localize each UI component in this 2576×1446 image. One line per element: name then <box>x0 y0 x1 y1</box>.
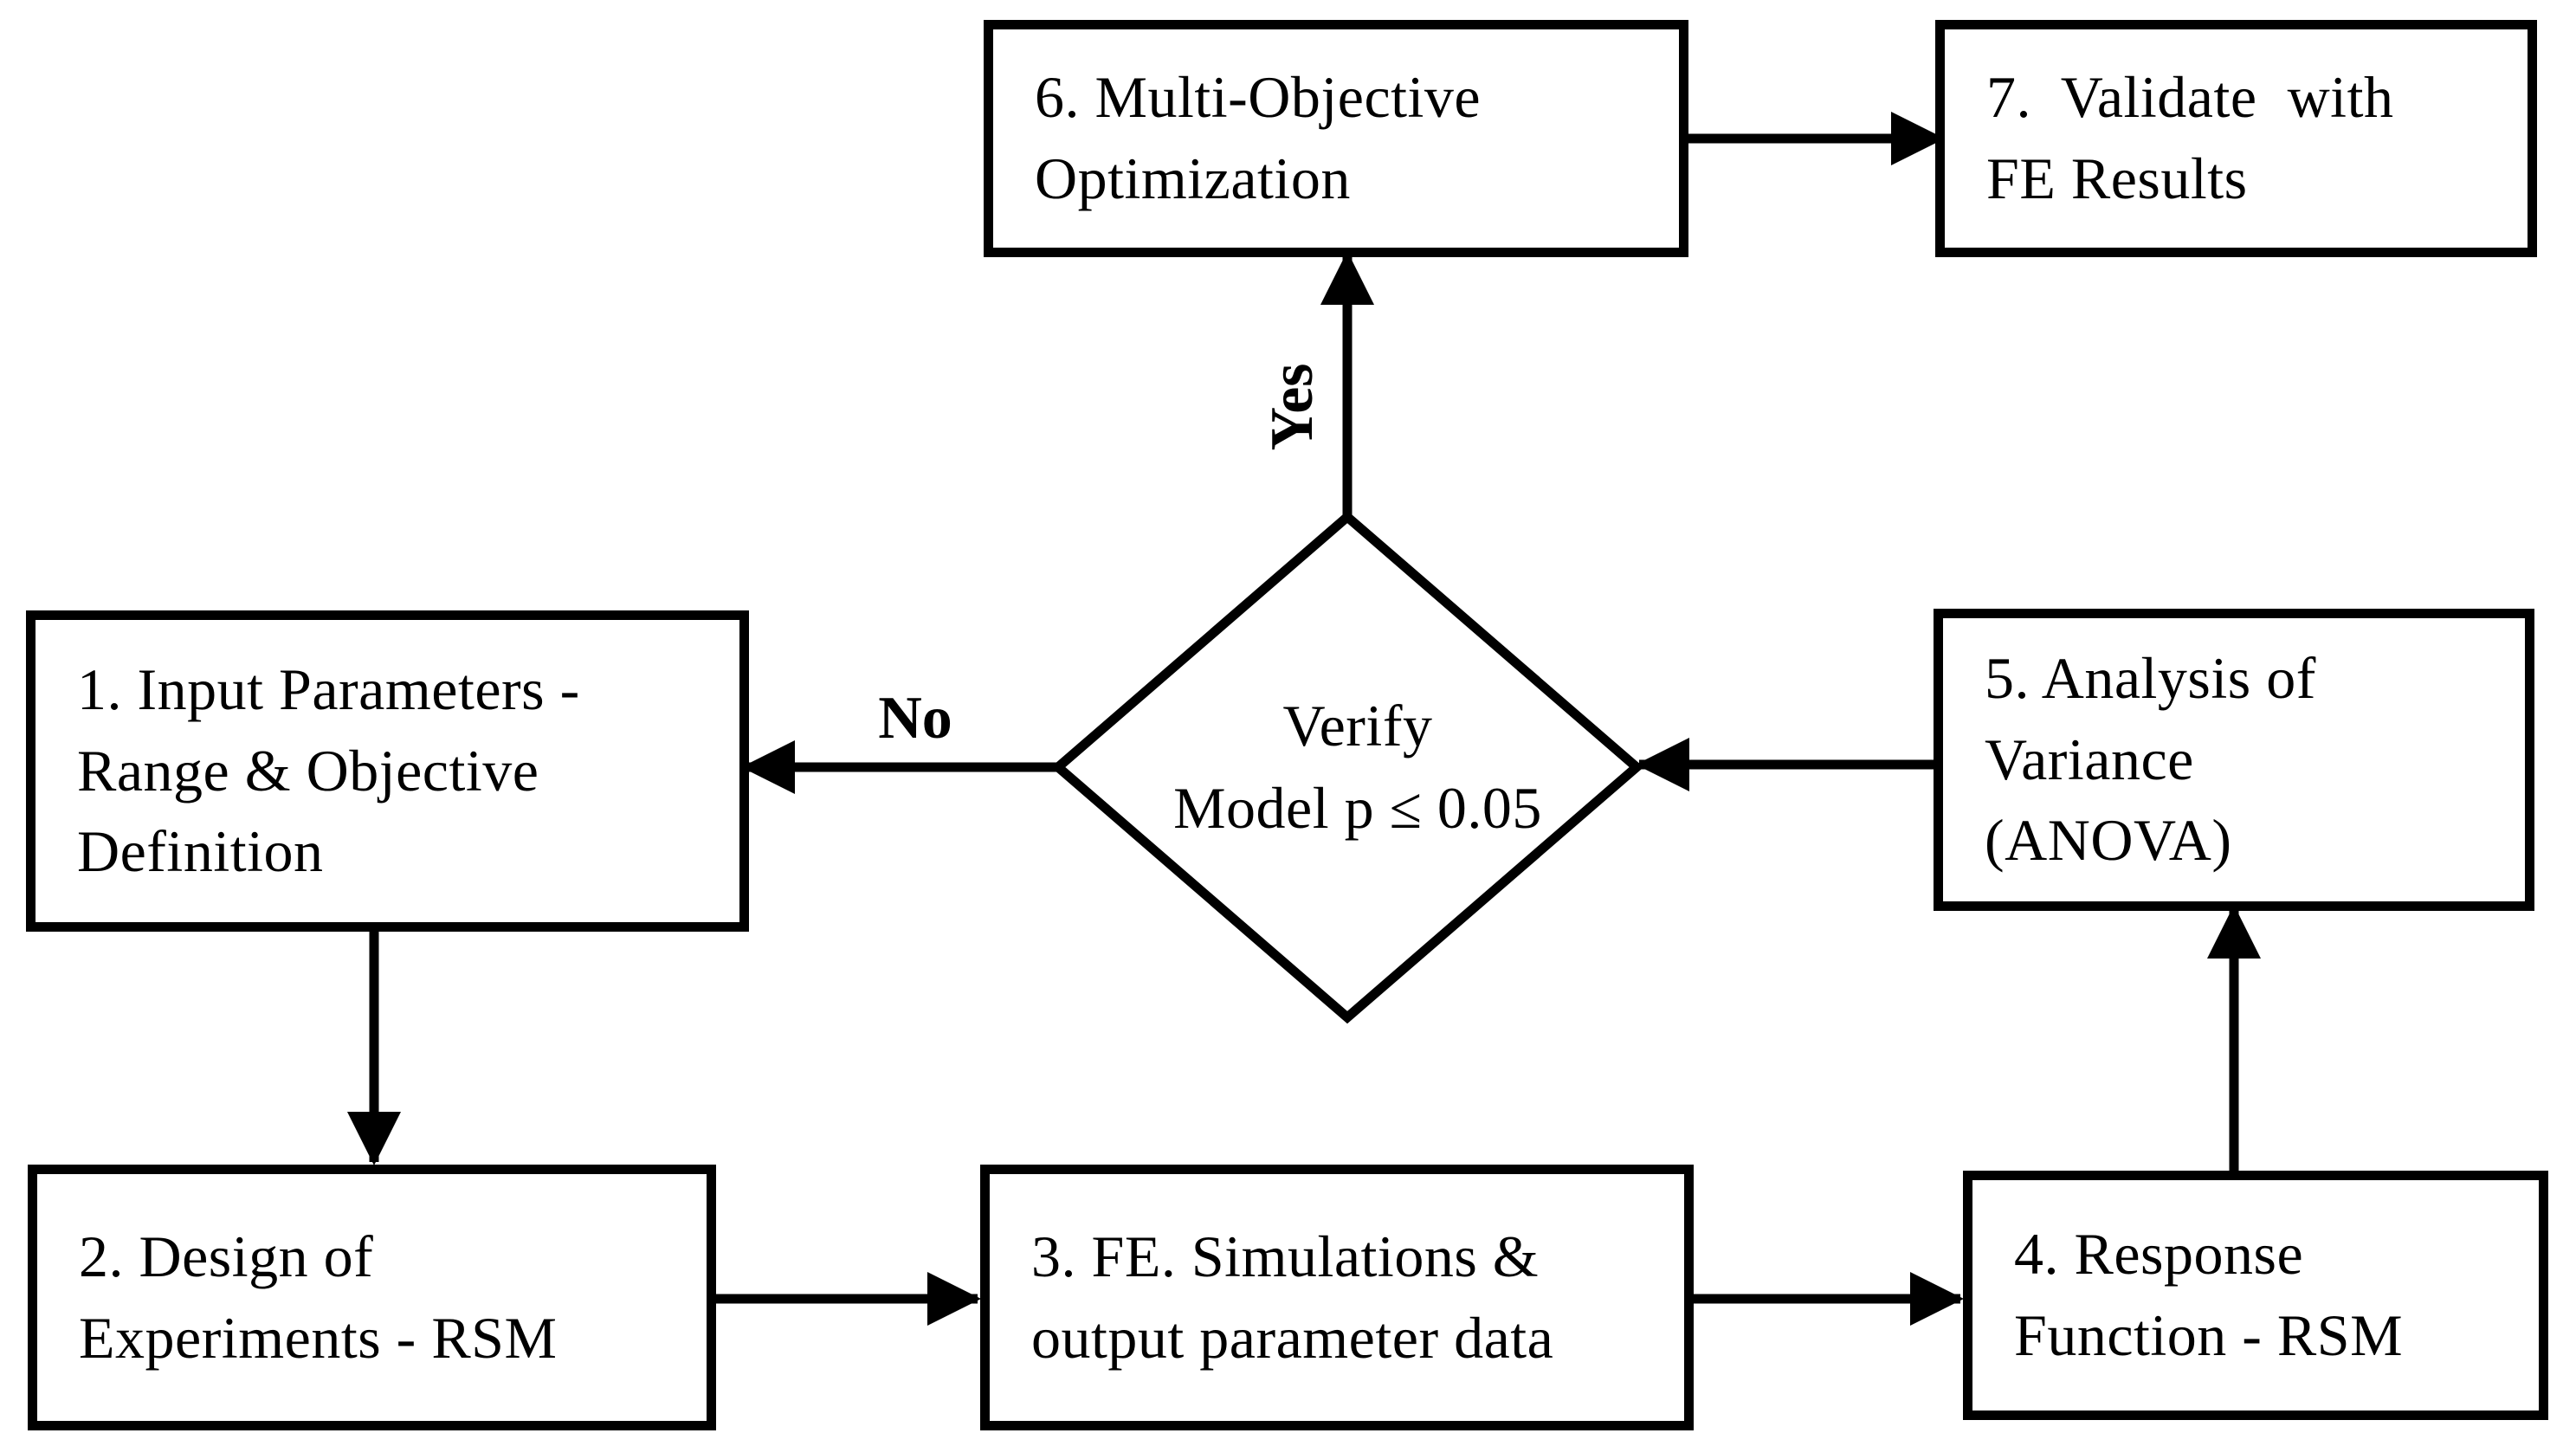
decision-label: Verify Model p ≤ 0.05 <box>1173 692 1542 841</box>
flowchart-box-5: 5. Analysis of Variance (ANOVA) <box>1934 609 2534 911</box>
flowchart-box-2: 2. Design of Experiments - RSM <box>28 1165 716 1430</box>
flowchart-box-3: 3. FE. Simulations & output parameter da… <box>980 1165 1694 1430</box>
flowchart-box-4: 4. Response Function - RSM <box>1963 1171 2548 1420</box>
decision-diamond <box>1050 510 1644 1024</box>
flowchart-box-7: 7. Validate with FE Results <box>1935 20 2537 257</box>
flowchart-box-6: 6. Multi-Objective Optimization <box>984 20 1688 257</box>
edge-label-no: No <box>878 685 952 752</box>
edge-label-yes: Yes <box>1259 363 1326 451</box>
flowchart-box-1: 1. Input Parameters - Range & Objective … <box>26 610 749 932</box>
